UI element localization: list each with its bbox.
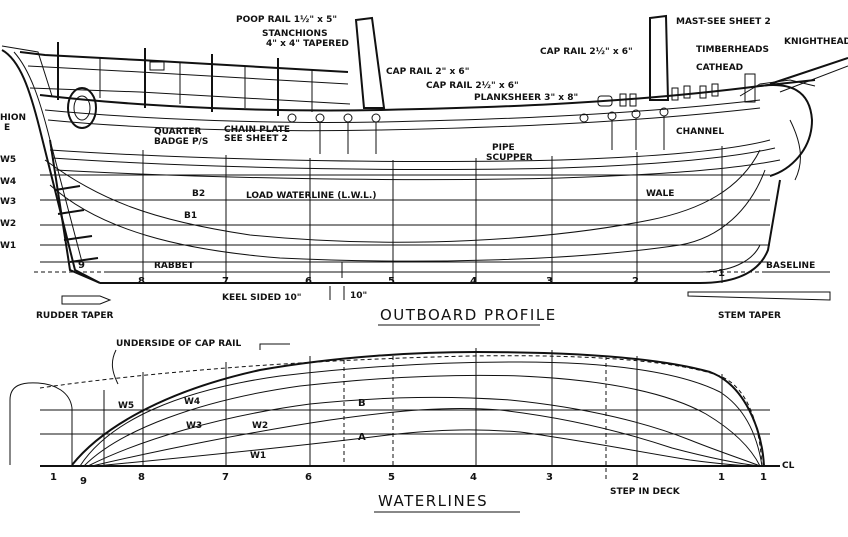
label-baseline: BASELINE xyxy=(766,261,815,271)
curve-w5 xyxy=(79,361,763,467)
label-keel-dim: 10" xyxy=(350,291,367,301)
wale xyxy=(49,139,771,163)
bowsprit xyxy=(769,57,848,85)
label-cathead: CATHEAD xyxy=(696,63,743,73)
station-6: 6 xyxy=(305,276,312,287)
wl-station-9: 9 xyxy=(80,476,87,487)
label-cap-rail-c: CAP RAIL 2½" x 6" xyxy=(540,46,633,57)
wl-station-4: 4 xyxy=(470,472,477,483)
cap-rail xyxy=(39,79,816,112)
station-2: 2 xyxy=(632,276,639,287)
label-timberheads: TIMBERHEADS xyxy=(696,45,769,55)
bow-stem xyxy=(759,84,814,177)
wl-station-6: 6 xyxy=(305,472,312,483)
quarter-badge xyxy=(67,87,97,129)
wl-label-w1: W1 xyxy=(250,451,266,461)
station-4: 4 xyxy=(470,276,477,287)
wl-station-1: 1 xyxy=(718,472,725,483)
station-8: 8 xyxy=(138,276,145,287)
label-step-in-deck: STEP IN DECK xyxy=(610,487,681,497)
label-cap-rail-a: CAP RAIL 2" x 6" xyxy=(386,67,469,77)
waterlines-title: WATERLINES xyxy=(378,492,488,510)
wl-station-1-bow: 1 xyxy=(760,472,767,483)
station-5: 5 xyxy=(388,276,395,287)
wl-label-w5: W5 xyxy=(118,401,134,411)
label-b1: B1 xyxy=(184,211,197,221)
wl-label-w4: W4 xyxy=(184,397,200,407)
label-b2: B2 xyxy=(192,189,205,199)
label-chain-plate-2: SEE SHEET 2 xyxy=(224,134,288,144)
curve-w1 xyxy=(95,429,761,467)
label-poop-rail: POOP RAIL 1½" x 5" xyxy=(236,14,337,25)
label-w4: W4 xyxy=(0,177,16,187)
label-mast: MAST-SEE SHEET 2 xyxy=(676,17,771,27)
wl-station-1-stern: 1 xyxy=(50,472,57,483)
label-pipe-scupper: PIPE xyxy=(492,143,515,153)
main-mast xyxy=(354,16,386,109)
stem-taper xyxy=(687,291,831,301)
rudder xyxy=(49,139,101,284)
station-7: 7 xyxy=(222,276,229,287)
label-quarter-badge: QUARTER xyxy=(154,127,201,137)
wl-label-a: A xyxy=(358,432,366,443)
label-w2: W2 xyxy=(0,219,16,229)
label-stanchions: STANCHIONS xyxy=(262,29,328,39)
wl-station-5: 5 xyxy=(388,472,395,483)
wl-station-7: 7 xyxy=(222,472,229,483)
profile-waterlines xyxy=(40,174,770,263)
label-stem-taper: STEM TAPER xyxy=(718,311,781,321)
wl-station-3: 3 xyxy=(546,472,553,483)
label-cap-rail-b: CAP RAIL 2½" x 6" xyxy=(426,80,519,91)
label-load-waterline: LOAD WATERLINE (L.W.L.) xyxy=(246,191,376,201)
profile-stations xyxy=(142,146,723,283)
curve-w3 xyxy=(87,396,761,467)
wl-station-8: 8 xyxy=(138,472,145,483)
label-channel: CHANNEL xyxy=(676,127,724,137)
fore-mast xyxy=(649,14,670,101)
poop-rail xyxy=(19,51,349,73)
wl-label-cl: CL xyxy=(782,461,795,471)
station-9: 9 xyxy=(78,260,85,271)
rudder-taper xyxy=(61,295,112,305)
label-pipe-scupper-2: SCUPPER xyxy=(486,153,533,163)
waterlines-plan: UNDERSIDE OF CAP RAIL W5 W4 W3 W2 W1 B A… xyxy=(9,339,795,513)
label-underside-cap-rail: UNDERSIDE OF CAP RAIL xyxy=(116,339,241,349)
label-fashion-piece-2: E xyxy=(4,123,10,133)
buttock-b2 xyxy=(44,149,761,243)
label-w3: W3 xyxy=(0,197,16,207)
wl-label-w2: W2 xyxy=(252,421,268,431)
label-keel-sided: KEEL SIDED 10" xyxy=(222,293,301,303)
label-chain-plate: CHAIN PLATE xyxy=(224,125,290,135)
outboard-profile: POOP RAIL 1½" x 5" STANCHIONS 4" x 4" TA… xyxy=(0,14,848,326)
label-w1: W1 xyxy=(0,241,16,251)
label-stanchions-size: 4" x 4" TAPERED xyxy=(266,39,349,49)
label-rabbet: RABBET xyxy=(154,261,195,271)
underside-cap-rail xyxy=(39,355,763,467)
waterline-stations xyxy=(103,348,723,466)
label-quarter-badge-2: BADGE P/S xyxy=(154,137,208,147)
station-3: 3 xyxy=(546,276,553,287)
buttock-b1 xyxy=(49,169,766,262)
hull-bottom xyxy=(100,179,781,284)
label-wale: WALE xyxy=(646,189,674,199)
deck-outline xyxy=(71,350,765,467)
stanchions xyxy=(57,42,279,116)
profile-title: OUTBOARD PROFILE xyxy=(380,306,557,324)
label-plank-sheer: PLANKSHEER 3" x 8" xyxy=(474,93,578,103)
label-fashion-piece: HION xyxy=(0,113,26,123)
stern-transom xyxy=(1,49,101,284)
waterlines-rudder xyxy=(9,382,73,465)
label-rudder-taper: RUDDER TAPER xyxy=(36,311,114,321)
curve-w4 xyxy=(83,374,761,467)
wl-label-w3: W3 xyxy=(186,421,202,431)
curve-w2 xyxy=(91,407,761,467)
wl-station-2: 2 xyxy=(632,472,639,483)
label-w5: W5 xyxy=(0,155,16,165)
station-1: 1 xyxy=(718,268,725,279)
label-knighthead: KNIGHTHEAD xyxy=(784,37,848,47)
wl-label-b: B xyxy=(358,398,366,409)
